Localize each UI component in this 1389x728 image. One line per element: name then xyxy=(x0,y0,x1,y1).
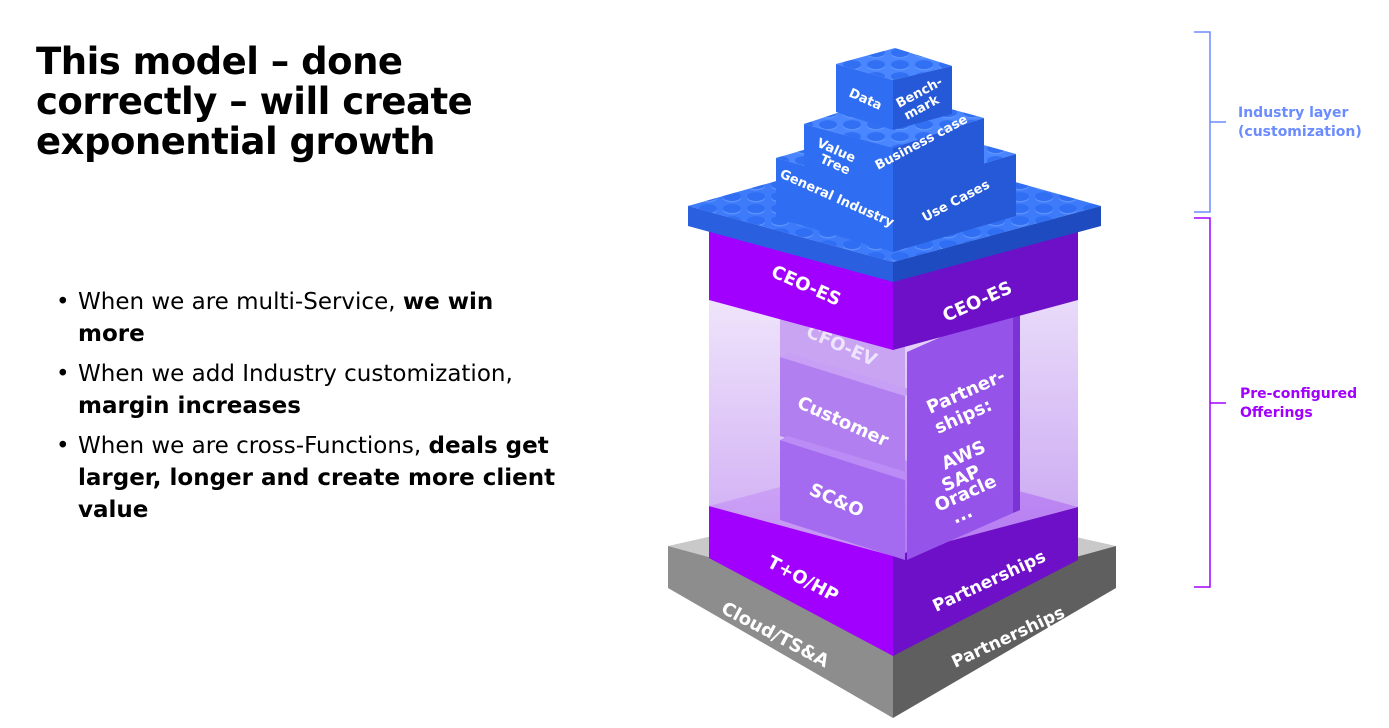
bullet-text: When we are multi-Service, xyxy=(78,289,403,315)
preconfigured-bracket xyxy=(1194,217,1226,588)
title-line: This model – done xyxy=(36,40,403,83)
bullet-item: • When we are multi-Service, we win more xyxy=(56,286,556,350)
industry-layer-line: (customization) xyxy=(1238,124,1362,140)
preconfigured-offerings-label: Pre-configured Offerings xyxy=(1240,385,1357,423)
preconfigured-line: Offerings xyxy=(1240,405,1313,421)
partnerships-panel: Partner- ships: AWS SAP Oracle ... xyxy=(907,302,1020,560)
preconfigured-line: Pre-configured xyxy=(1240,386,1358,402)
title-line: correctly – will create xyxy=(36,80,473,123)
block-data-benchmark: Data Bench- mark xyxy=(836,48,952,130)
bullet-list: • When we are multi-Service, we win more… xyxy=(56,286,556,534)
function-block-sco: SC&O xyxy=(780,436,913,560)
bullet-text: When we are cross-Functions, xyxy=(78,433,429,459)
bullet-bold-text: margin increases xyxy=(78,393,301,419)
ceo-es-layer: CEO-ES CEO-ES xyxy=(709,226,1078,350)
bullet-text: When we add Industry customization, xyxy=(78,361,513,387)
bullet-bold-text: we win more xyxy=(78,289,494,347)
bullet-marker: • xyxy=(56,361,70,387)
bullet-item: • When we are cross-Functions, deals get… xyxy=(56,430,556,526)
bullet-marker: • xyxy=(56,289,70,315)
industry-layer-bracket xyxy=(1194,31,1226,213)
bullet-item: • When we add Industry customization, ma… xyxy=(56,358,556,422)
bullet-marker: • xyxy=(56,433,70,459)
bullet-bold-text: deals get larger, longer and create more… xyxy=(78,433,556,523)
industry-layer-line: Industry layer xyxy=(1238,105,1349,121)
industry-layer-label: Industry layer (customization) xyxy=(1238,104,1362,142)
slide-title: This model – done correctly – will creat… xyxy=(36,42,596,162)
function-block-customer: Customer xyxy=(780,353,913,476)
title-line: exponential growth xyxy=(36,120,435,163)
